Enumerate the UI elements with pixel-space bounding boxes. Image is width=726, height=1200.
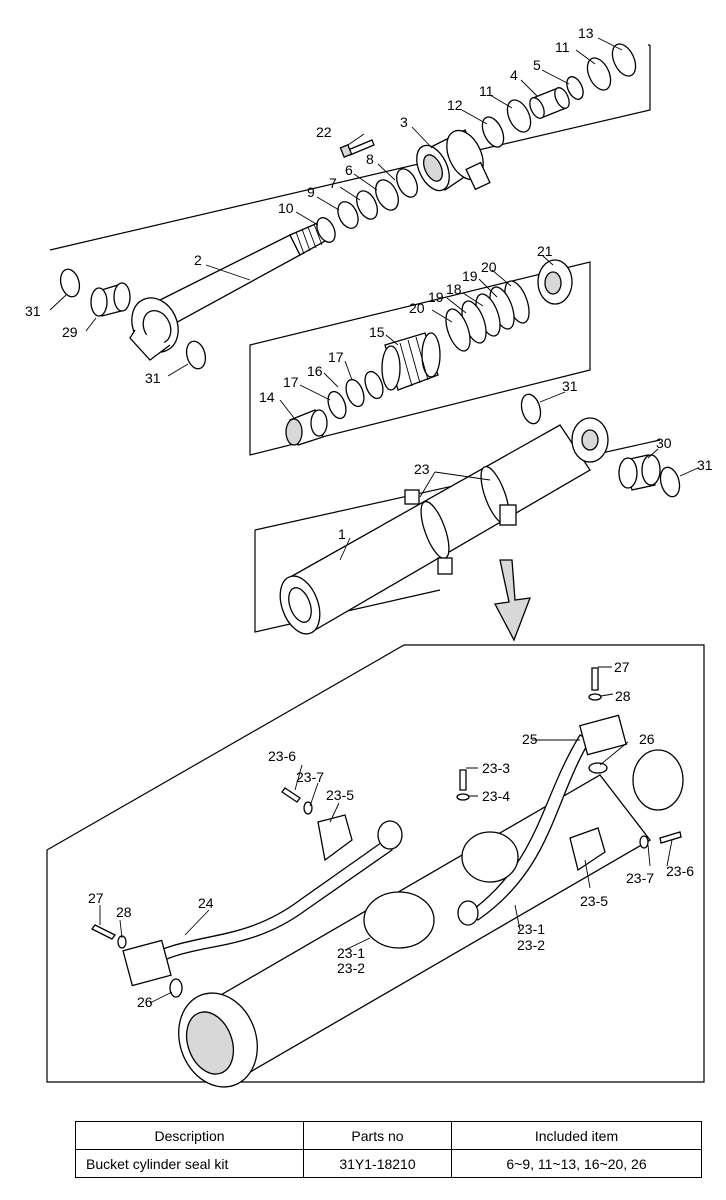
callout-21: 21 bbox=[537, 243, 553, 259]
callout-25: 25 bbox=[522, 731, 538, 747]
callout-28: 28 bbox=[116, 904, 132, 920]
callout-26: 26 bbox=[137, 994, 153, 1010]
table-header-row: Description Parts no Included item bbox=[75, 1121, 702, 1150]
rod-cover bbox=[416, 129, 491, 192]
callout-26: 26 bbox=[639, 731, 655, 747]
panel-detail-outline bbox=[46, 644, 705, 1083]
callout-27: 27 bbox=[88, 890, 104, 906]
nut-21 bbox=[537, 259, 573, 305]
ring-31-a bbox=[59, 268, 81, 298]
callout-23-3: 23-3 bbox=[482, 760, 510, 776]
callout-23-6: 23-6 bbox=[268, 748, 296, 764]
piston-15 bbox=[381, 332, 441, 391]
exploded-parts-diagram: 13 11 5 4 11 12 3 22 8 6 7 9 10 2 31 29 … bbox=[25, 25, 713, 1088]
callout-28: 28 bbox=[615, 688, 631, 704]
callout-5: 5 bbox=[533, 57, 541, 73]
callout-23-1: 23-1 bbox=[517, 921, 545, 937]
callout-9: 9 bbox=[307, 184, 315, 200]
seal-kit-table: Description Parts no Included item Bucke… bbox=[75, 1121, 702, 1178]
callout-17: 17 bbox=[283, 374, 299, 390]
callout-labels: 13 11 5 4 11 12 3 22 8 6 7 9 10 2 31 29 … bbox=[25, 25, 713, 1010]
callout-8: 8 bbox=[366, 151, 374, 167]
bushing-14 bbox=[285, 409, 328, 446]
callout-14: 14 bbox=[259, 389, 275, 405]
callout-3: 3 bbox=[400, 114, 408, 130]
callout-23-7: 23-7 bbox=[296, 769, 324, 785]
callout-31: 31 bbox=[25, 303, 41, 319]
ring-31-d bbox=[659, 466, 681, 498]
ring-31-c bbox=[520, 393, 542, 425]
callout-23-5: 23-5 bbox=[326, 787, 354, 803]
ring-31-b bbox=[185, 340, 207, 370]
callout-27: 27 bbox=[614, 659, 630, 675]
table-cell: 31Y1-18210 bbox=[303, 1149, 452, 1178]
flanges-clamps bbox=[122, 714, 627, 987]
callout-12: 12 bbox=[447, 97, 463, 113]
table-cell: 6~9, 11~13, 16~20, 26 bbox=[451, 1149, 702, 1178]
callout-30: 30 bbox=[656, 435, 672, 451]
callout-23-6: 23-6 bbox=[666, 863, 694, 879]
callout-23-7: 23-7 bbox=[626, 870, 654, 886]
callout-16: 16 bbox=[307, 363, 323, 379]
callout-20: 20 bbox=[409, 300, 425, 316]
pin-bushing-29 bbox=[90, 282, 131, 317]
panel-piston-group-outline bbox=[249, 261, 591, 456]
callout-15: 15 bbox=[369, 324, 385, 340]
callout-31: 31 bbox=[145, 370, 161, 386]
callout-31: 31 bbox=[697, 457, 713, 473]
callout-23-4: 23-4 bbox=[482, 788, 510, 804]
panel-rod-group-outline bbox=[49, 44, 651, 251]
callout-24: 24 bbox=[198, 895, 214, 911]
callout-19: 19 bbox=[428, 289, 444, 305]
callout-23-5: 23-5 bbox=[580, 893, 608, 909]
callout-2: 2 bbox=[194, 252, 202, 268]
callout-29: 29 bbox=[62, 324, 78, 340]
callout-31: 31 bbox=[562, 378, 578, 394]
callout-13: 13 bbox=[578, 25, 594, 41]
callout-11: 11 bbox=[555, 39, 570, 55]
callout-17: 17 bbox=[328, 349, 344, 365]
column-header: Description bbox=[75, 1121, 304, 1150]
callout-22: 22 bbox=[316, 124, 332, 140]
detail-arrow bbox=[493, 559, 531, 642]
callout-11: 11 bbox=[479, 83, 494, 99]
seal-rings-head bbox=[316, 43, 637, 243]
callout-20: 20 bbox=[481, 259, 497, 275]
table-row: Bucket cylinder seal kit 31Y1-18210 6~9,… bbox=[75, 1149, 702, 1178]
callout-23-2: 23-2 bbox=[517, 937, 545, 953]
callout-23-2: 23-2 bbox=[337, 960, 365, 976]
column-header: Parts no bbox=[303, 1121, 452, 1150]
bushing-4 bbox=[529, 87, 570, 119]
piston-rod bbox=[129, 221, 328, 361]
callout-4: 4 bbox=[510, 67, 518, 83]
cylinder-tube bbox=[279, 417, 609, 635]
callout-19: 19 bbox=[462, 268, 478, 284]
piston-seal-rings bbox=[327, 280, 530, 420]
callout-10: 10 bbox=[278, 200, 294, 216]
leader-lines bbox=[49, 37, 699, 1004]
callout-18: 18 bbox=[446, 281, 462, 297]
callout-23-1: 23-1 bbox=[337, 945, 365, 961]
callout-23: 23 bbox=[414, 461, 430, 477]
callout-7: 7 bbox=[329, 175, 337, 191]
callout-6: 6 bbox=[345, 162, 353, 178]
callout-1: 1 bbox=[338, 526, 346, 542]
bolt-22 bbox=[339, 139, 375, 158]
pin-bushing-30 bbox=[618, 454, 661, 491]
table-cell: Bucket cylinder seal kit bbox=[75, 1149, 304, 1178]
column-header: Included item bbox=[451, 1121, 702, 1150]
